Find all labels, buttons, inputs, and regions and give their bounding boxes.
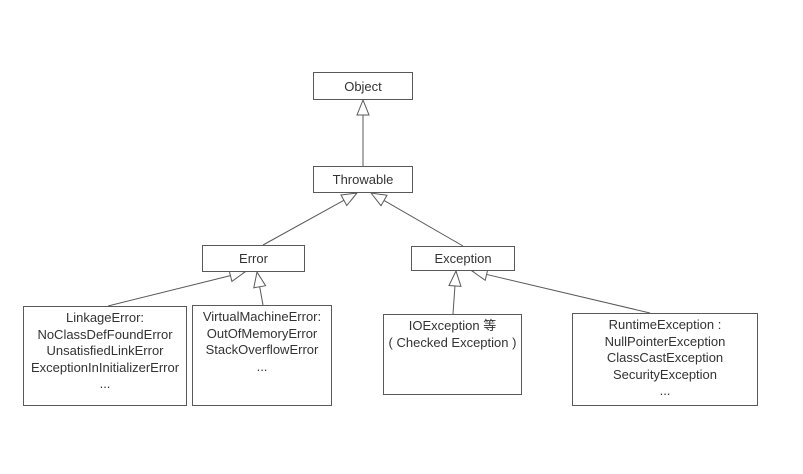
hollow-triangle-arrowhead — [253, 270, 267, 289]
hollow-triangle-arrowhead — [369, 192, 388, 207]
edge-line — [383, 200, 464, 247]
class-node-throwable: Throwable — [313, 166, 413, 193]
class-node-exception: Exception — [411, 246, 515, 271]
inheritance-edge-vm_error-error — [253, 270, 267, 306]
class-node-object: Object — [313, 72, 413, 100]
inheritance-edge-throwable-object — [356, 98, 370, 166]
class-node-virtual-machine-error: VirtualMachineError: OutOfMemoryError St… — [192, 305, 332, 406]
edge-line — [452, 285, 456, 315]
edge-line — [107, 275, 231, 307]
class-node-runtime-exception: RuntimeException : NullPointerException … — [572, 313, 758, 406]
class-node-label: Exception — [434, 251, 492, 266]
edge-line — [486, 273, 651, 314]
inheritance-edge-runtime_exception-exception — [470, 268, 651, 314]
inheritance-edge-io_exception-exception — [448, 269, 462, 315]
hollow-triangle-arrowhead — [340, 192, 359, 207]
class-node-linkage-error: LinkageError: NoClassDefFoundError Unsat… — [23, 306, 187, 406]
class-node-label: Throwable — [332, 172, 394, 187]
inheritance-edge-exception-throwable — [369, 192, 464, 247]
inheritance-edge-linkage_error-error — [107, 269, 247, 307]
class-node-label: Error — [239, 251, 268, 266]
hollow-triangle-arrowhead — [448, 269, 462, 287]
edge-line — [262, 199, 345, 246]
edge-line — [259, 286, 264, 306]
class-node-error: Error — [202, 245, 305, 272]
inheritance-edge-error-throwable — [262, 192, 359, 246]
class-node-io-exception: IOException 等 ( Checked Exception ) — [383, 314, 522, 395]
class-node-label: Object — [344, 78, 382, 94]
hollow-triangle-arrowhead — [356, 98, 370, 116]
